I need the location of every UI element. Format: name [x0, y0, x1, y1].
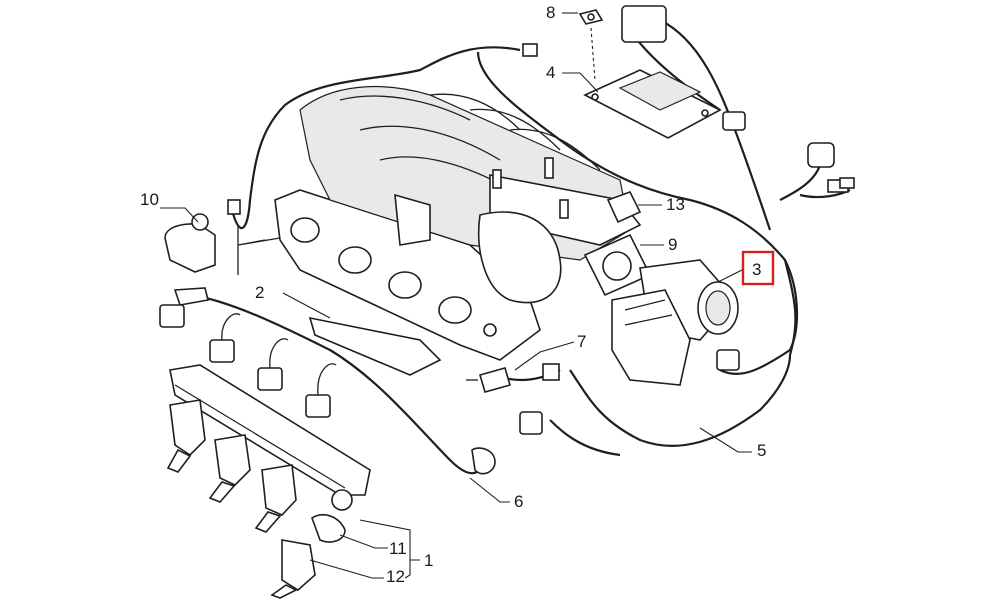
callouts: 1 2 3 4 5 6 7 8 9 10 11 12 — [140, 3, 775, 586]
component-13 — [606, 191, 642, 224]
harness-connector-upper-right — [807, 142, 835, 168]
ignition-coil-cover — [308, 316, 442, 376]
nut-8 — [578, 9, 604, 81]
harness-connector-right — [716, 349, 740, 371]
intake-manifold — [274, 86, 642, 361]
injector-3 — [254, 464, 297, 533]
callout-11: 11 — [389, 539, 407, 558]
injector-clip — [311, 514, 346, 543]
callout-3: 3 — [752, 260, 761, 279]
callout-8: 8 — [546, 3, 555, 22]
injector-spare — [270, 539, 316, 599]
callout-12: 12 — [386, 567, 405, 586]
harness-connector-left — [227, 199, 241, 215]
injector-1 — [166, 399, 206, 473]
injector-2 — [208, 434, 251, 503]
callout-6: 6 — [514, 492, 523, 511]
callout-3-highlight — [741, 250, 775, 286]
callout-10: 10 — [140, 190, 159, 209]
callout-4: 4 — [546, 63, 555, 82]
harness-connector-sensor — [542, 363, 560, 381]
harness-connector-lower — [519, 411, 543, 435]
wiring-harness — [227, 5, 855, 457]
harness-plug-b — [839, 177, 855, 189]
callout-9: 9 — [668, 235, 677, 254]
fuel-rail-assembly — [166, 364, 371, 599]
callout-5: 5 — [757, 441, 766, 460]
pressure-regulator — [331, 489, 353, 511]
callout-1: 1 — [424, 551, 433, 570]
sensor-7 — [466, 367, 511, 393]
throttle-body-3 — [611, 259, 739, 386]
harness-connector-block — [621, 5, 667, 43]
sensor-10 — [164, 213, 281, 275]
ecu-module-4 — [583, 69, 722, 139]
callout-13: 13 — [666, 195, 685, 214]
callout-7: 7 — [577, 332, 586, 351]
ignition-lead-set — [159, 287, 496, 475]
callout-2: 2 — [255, 283, 264, 302]
harness-connector-top — [522, 43, 538, 57]
harness-clip — [722, 111, 746, 131]
